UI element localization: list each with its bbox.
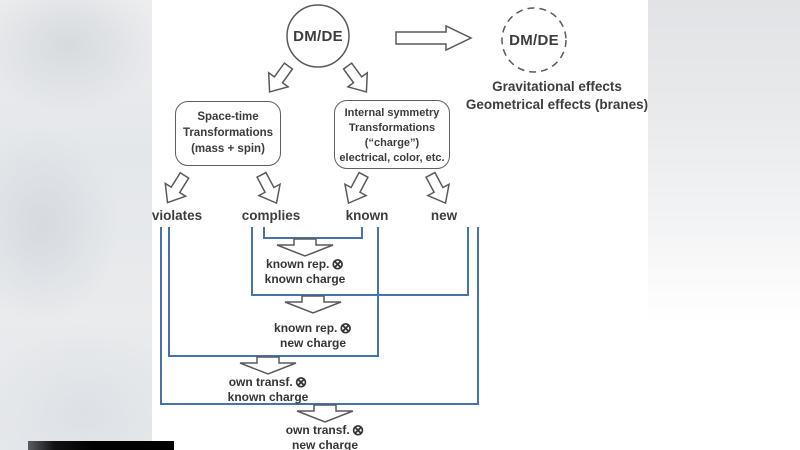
dm-de-circle xyxy=(286,4,350,68)
outcome-label-known: known xyxy=(345,208,389,223)
internal-box-line: electrical, color, etc. xyxy=(339,152,445,164)
outcome-label-complies: complies xyxy=(241,208,301,223)
combo-line2: new charge xyxy=(279,336,347,350)
bracket-complies-new xyxy=(251,227,469,296)
arrow-spacetime-to-violates xyxy=(156,168,196,210)
tensor-product-icon: ⊗ xyxy=(351,422,365,439)
spacetime-box-line: Transformations xyxy=(182,127,274,139)
spacetime-box-line: (mass + spin) xyxy=(191,143,265,155)
combo-line1: own transf.⊗ xyxy=(228,374,308,391)
internal-box-line: Internal symmetry xyxy=(344,107,440,119)
bracket-complies-known xyxy=(263,227,363,239)
combo-own-transf-known-charge: own transf.⊗ known charge xyxy=(213,375,323,405)
arrow-combo-3 xyxy=(239,356,297,375)
bottom-left-black-bar xyxy=(28,441,174,450)
internal-symmetry-box: Internal symmetry Transformations (“char… xyxy=(334,100,450,169)
combo-line1: own transf.⊗ xyxy=(285,422,365,439)
combo-line1: known rep.⊗ xyxy=(266,256,344,273)
transfer-arrow xyxy=(395,24,473,52)
dm-de-dashed-label: DM/DE xyxy=(509,32,559,49)
outcome-label-violates: violates xyxy=(151,208,203,223)
outcome-label-new: new xyxy=(430,208,458,223)
arrow-internal-to-new xyxy=(419,168,457,210)
combo-known-rep-known-charge: known rep.⊗ known charge xyxy=(250,257,360,287)
tensor-product-icon: ⊗ xyxy=(339,320,352,337)
effects-caption: Gravitational effects Geometrical effect… xyxy=(452,78,662,114)
bracket-violates-known xyxy=(168,227,379,357)
geometrical-effects-text: Geometrical effects (branes) xyxy=(465,97,649,112)
combo-known-rep-new-charge: known rep.⊗ new charge xyxy=(258,321,368,351)
combo-own-transf-new-charge: own transf.⊗ new charge xyxy=(270,423,380,450)
blurred-left-band xyxy=(0,0,152,450)
internal-box-line: Transformations xyxy=(348,122,436,134)
arrow-internal-to-known xyxy=(337,168,375,210)
arrow-combo-2 xyxy=(284,295,342,314)
arrow-circle-to-spacetime xyxy=(259,58,299,100)
arrow-circle-to-internal xyxy=(337,58,377,100)
internal-box-line: (“charge”) xyxy=(364,137,420,149)
combo-line1: known rep.⊗ xyxy=(274,320,352,337)
blurred-right-band xyxy=(648,0,800,450)
spacetime-transformations-box: Space-time Transformations (mass + spin) xyxy=(175,101,281,166)
combo-line2: new charge xyxy=(291,438,359,450)
arrow-combo-4 xyxy=(296,404,354,423)
combo-line2: known charge xyxy=(264,272,346,286)
arrow-combo-1 xyxy=(276,238,334,257)
combo-line2: known charge xyxy=(227,390,309,404)
dm-de-dashed-circle xyxy=(501,7,567,73)
arrow-spacetime-to-complies xyxy=(250,168,288,210)
dm-de-label: DM/DE xyxy=(293,28,343,45)
gravitational-effects-text: Gravitational effects xyxy=(492,79,622,94)
tensor-product-icon: ⊗ xyxy=(294,374,308,391)
spacetime-box-line: Space-time xyxy=(197,111,259,123)
tensor-product-icon: ⊗ xyxy=(331,256,344,273)
bracket-violates-new xyxy=(160,227,479,405)
